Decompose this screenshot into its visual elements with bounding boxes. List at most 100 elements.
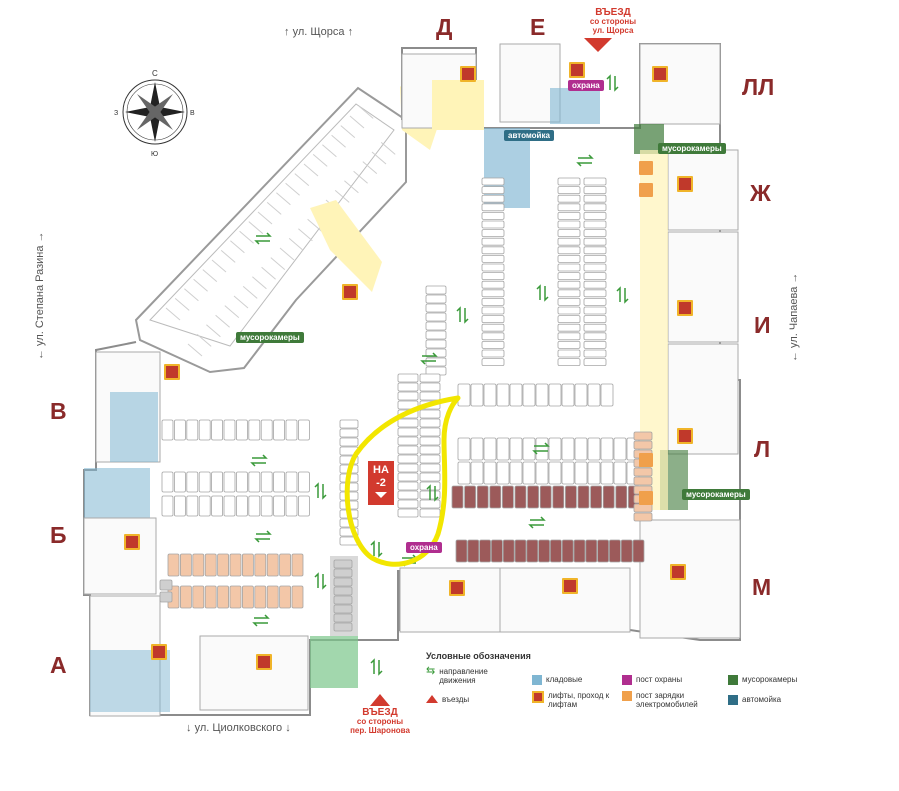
parking-spot [573, 539, 586, 563]
parking-spot [481, 340, 505, 349]
parking-spot [502, 539, 515, 563]
parking-spot [583, 246, 607, 255]
parking-spot [574, 461, 588, 485]
parking-spot [397, 463, 419, 473]
parking-spot [397, 427, 419, 437]
parking-spot [557, 340, 581, 349]
parking-spot [204, 585, 217, 609]
lift-icon-inner [654, 68, 666, 80]
direction-arrow [456, 306, 469, 324]
parking-spot [419, 508, 441, 518]
lift-markers [124, 62, 693, 670]
parking-spot [419, 373, 441, 383]
diagonal-parking-spot-line [233, 295, 249, 309]
building-label-l: Л [754, 436, 771, 462]
parking-spot [583, 297, 607, 306]
ramp-to-level-minus-2: НА -2 [368, 461, 394, 505]
parking-spot [557, 272, 581, 281]
parking-spot [557, 177, 581, 186]
parking-spot [241, 553, 254, 577]
parking-spot [198, 471, 211, 493]
parking-spot [419, 463, 441, 473]
entry-bottom-label: ВЪЕЗД со стороны пер. Шаронова [350, 707, 410, 736]
parking-spot [583, 323, 607, 332]
lift-icon-inner [153, 646, 165, 658]
parking-spot [496, 461, 510, 485]
parking-spot [552, 485, 565, 509]
parking-spot [229, 585, 242, 609]
direction-arrow [254, 232, 272, 245]
diagonal-parking-spot-line [242, 286, 258, 299]
parking-spot [615, 485, 628, 509]
parking-spot [339, 419, 359, 429]
parking-spot [285, 495, 298, 517]
top-entry-triangle [584, 38, 612, 52]
parking-spot [583, 186, 607, 195]
diagonal-parking-spot-line [298, 228, 313, 242]
diagonal-parking-spot-line [294, 173, 310, 186]
parking-spot [583, 272, 607, 281]
parking-spot [548, 461, 562, 485]
parking-spot [633, 431, 653, 441]
direction-arrow [616, 286, 629, 304]
parking-spot [583, 315, 607, 324]
parking-spot [470, 383, 484, 407]
parking-spot [557, 254, 581, 263]
parking-spot [223, 419, 236, 441]
parking-spot [291, 553, 304, 577]
legend-item-guard-post: пост охраны [622, 675, 682, 685]
parking-spot [425, 321, 447, 331]
direction-arrow [314, 572, 327, 590]
parking-spot [167, 553, 180, 577]
parking-spot [192, 585, 205, 609]
highlight-loop [344, 395, 461, 567]
diagonal-parking-spot-line [266, 202, 282, 215]
lift-icon-inner [126, 536, 138, 548]
parking-spot [583, 306, 607, 315]
parking-spot [514, 539, 527, 563]
parking-spot [248, 471, 261, 493]
parking-spot [333, 586, 353, 596]
parking-spot [557, 186, 581, 195]
direction-arrow [536, 284, 549, 302]
direction-arrow [606, 74, 619, 92]
diagonal-parking-spot-line [285, 182, 300, 196]
lift-icon-inner [344, 286, 356, 298]
parking-spot [451, 485, 464, 509]
trash-swatch-icon [728, 675, 738, 685]
charging-posts [639, 161, 653, 505]
parking-spot [467, 539, 480, 563]
parking-spot [557, 315, 581, 324]
parking-spot [557, 263, 581, 272]
parking-spot [397, 400, 419, 410]
parking-spot [557, 289, 581, 298]
diagonal-parking-spot-line [349, 115, 365, 129]
street-top: ↑ ул. Щорса ↑ [284, 26, 354, 38]
parking-spot [419, 418, 441, 428]
parking-spot [161, 471, 174, 493]
diagonal-parking-spot-line [312, 154, 328, 167]
parking-spot [211, 495, 224, 517]
parking-spot [483, 461, 497, 485]
parking-spot [217, 585, 230, 609]
parking-spot [397, 391, 419, 401]
parking-spot [481, 280, 505, 289]
parking-spot [489, 485, 502, 509]
direction-arrow [314, 482, 327, 500]
parking-spot [481, 220, 505, 229]
legend-item-storage: кладовые [532, 675, 582, 685]
parking-spot [557, 203, 581, 212]
parking-spot [481, 297, 505, 306]
diagonal-parking-spot-line [353, 170, 368, 184]
parking-spot [535, 437, 549, 461]
legend-item-direction: ⇆ направление движения [426, 665, 488, 686]
diagonal-parking-spot-line [279, 247, 295, 261]
parking-spot [339, 437, 359, 447]
diagonal-parking-spot-line [215, 314, 230, 328]
parking-spot [425, 312, 447, 322]
parking-spot [565, 485, 577, 509]
parking-spot [557, 237, 581, 246]
parking-spot [557, 280, 581, 289]
parking-spot [583, 203, 607, 212]
